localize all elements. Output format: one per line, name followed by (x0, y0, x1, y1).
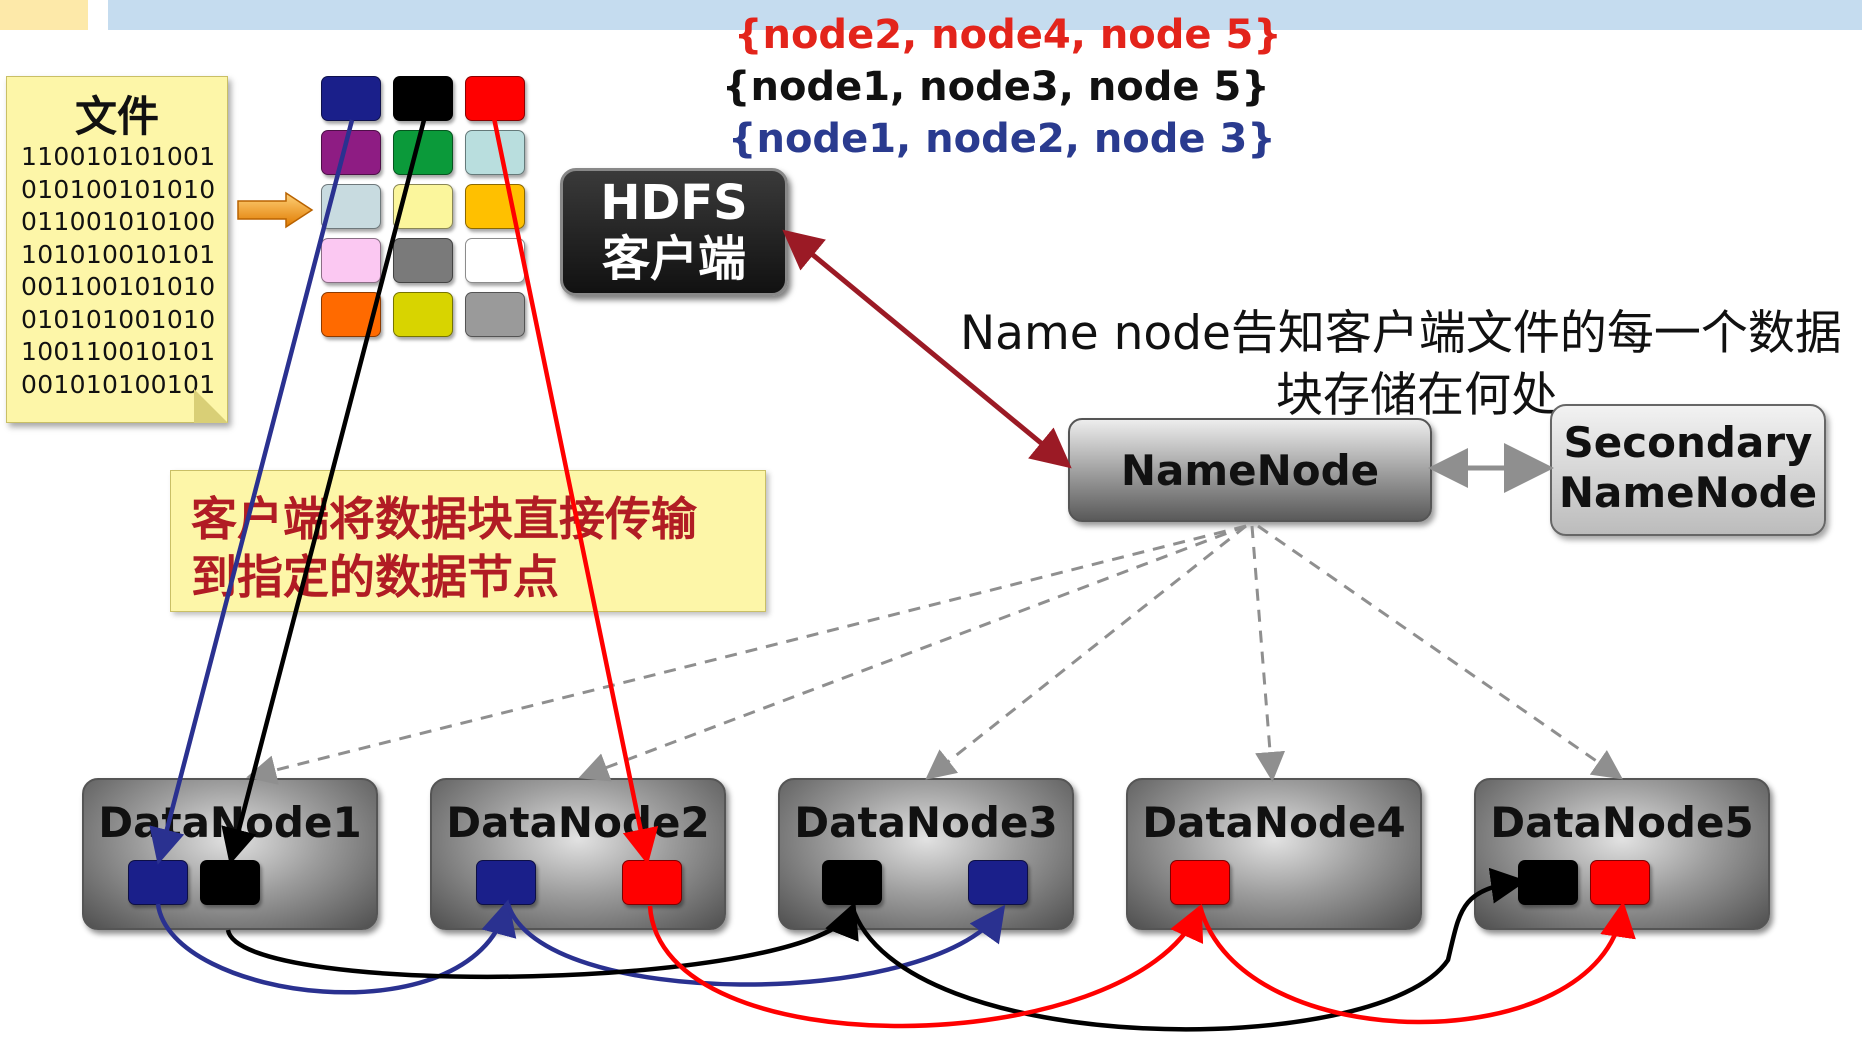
replication-curve-blue-2 (505, 903, 1006, 987)
heartbeat-line-dn5 (1257, 524, 1623, 780)
file-bit-row: 001010100101 (21, 369, 216, 399)
transfer-line-black (221, 119, 427, 865)
file-bit-row: 001100101010 (21, 272, 216, 301)
block-set-black-text: {node1, node3, node 5} (722, 64, 1270, 110)
transfer-line-red (491, 117, 659, 865)
datanode-3-block-blue (968, 860, 1028, 905)
slide-corner-decoration (0, 0, 88, 30)
block-set-red-text: {node2, node4, node 5} (734, 12, 1282, 58)
replication-curve-blue-1 (155, 899, 517, 995)
hdfs-client-title: HDFS (600, 175, 748, 231)
block-set-black: {node1, node3, node 5} (722, 64, 1270, 110)
hdfs-client-node: HDFS 客户端 (560, 168, 788, 296)
page-fold-corner (194, 389, 228, 423)
file-bit-row: 101010010101 (21, 239, 216, 269)
data-block (465, 238, 525, 283)
datanode-4-label: DataNode4 (1142, 798, 1406, 847)
file-bits: 110010101001 010100101010 011001010100 1… (21, 141, 215, 401)
data-block (465, 292, 525, 337)
datanode-3: DataNode3 (778, 778, 1074, 930)
file-bit-row: 110010101001 (21, 142, 216, 171)
data-block (393, 130, 453, 175)
replication-curve-red-2 (1197, 901, 1636, 1025)
block-set-blue: {node1, node2, node 3} (728, 116, 1276, 162)
datanode-5: DataNode5 (1474, 778, 1770, 930)
namenode: NameNode (1068, 418, 1432, 522)
file-bit-row: 011001010100 (21, 207, 216, 236)
datanode-5-label: DataNode5 (1490, 798, 1754, 847)
transfer-callout: 客户端将数据块直接传输 到指定的数据节点 (170, 470, 766, 612)
data-block (321, 130, 381, 175)
data-block (393, 238, 453, 283)
file-bit-row: 010100101010 (21, 174, 216, 204)
datanode-2-block-blue (476, 860, 536, 905)
secondary-namenode-line2: NameNode (1558, 468, 1818, 517)
split-arrow-icon (237, 191, 314, 229)
file-bit-row: 100110010101 (21, 337, 216, 366)
file-title: 文件 (74, 92, 159, 141)
transfer-line-blue (149, 119, 355, 865)
datanode-2-label: DataNode2 (446, 798, 710, 847)
secondary-namenode: Secondary NameNode (1550, 404, 1826, 536)
secondary-namenode-line1: Secondary (1563, 418, 1813, 467)
heartbeat-line-dn1 (246, 524, 1247, 785)
heartbeat-lines (246, 524, 1623, 785)
replication-curve-black-2 (849, 867, 1527, 1032)
file-note: 文件 110010101001 010100101010 01100101010… (6, 76, 228, 423)
replication-curve-red-1 (647, 903, 1204, 1029)
hdfs-client-subtitle: 客户端 (601, 231, 746, 287)
heartbeat-line-dn2 (578, 524, 1247, 782)
namenode-desc-line1: Name node告知客户端文件的每一个数据 (960, 306, 1842, 361)
block-set-red: {node2, node4, node 5} (734, 12, 1282, 58)
datanode-1-block-blue (128, 860, 188, 905)
datanode-2: DataNode2 (430, 778, 726, 930)
block-set-blue-text: {node1, node2, node 3} (728, 116, 1276, 162)
heartbeat-line-dn4 (1250, 525, 1286, 782)
data-block (321, 238, 381, 283)
datanode-3-label: DataNode3 (794, 798, 1058, 847)
data-block (393, 76, 453, 121)
transfer-callout-line1: 客户端将数据块直接传输 (191, 492, 697, 546)
slide-header-bar (108, 0, 1862, 30)
datanode-5-block-red (1590, 860, 1650, 905)
transfer-callout-line2: 到指定的数据节点 (191, 550, 559, 604)
file-bit-row: 010101001010 (21, 304, 216, 334)
heartbeat-line-dn3 (925, 524, 1247, 780)
data-block (393, 292, 453, 337)
replication-curve-black-1 (225, 901, 859, 980)
datanode-2-block-red (622, 860, 682, 905)
datanode-1: DataNode1 (82, 778, 378, 930)
data-block (465, 130, 525, 175)
client-namenode-link (782, 229, 1072, 469)
namenode-desc-line2: 块存储在何处 (1276, 368, 1558, 423)
namenode-label: NameNode (1120, 445, 1380, 495)
